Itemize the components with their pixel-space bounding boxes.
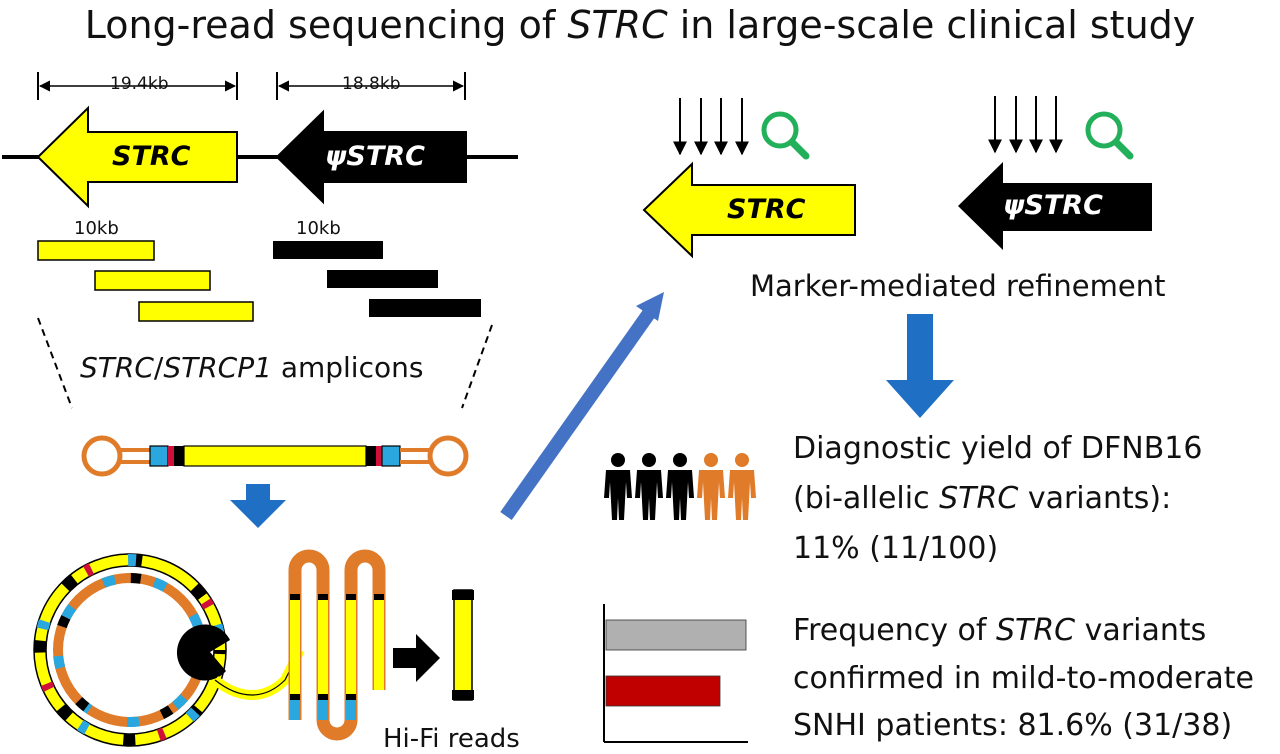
person-icon: [604, 453, 632, 520]
polymerase-icon: [176, 624, 230, 681]
figure-title: Long-read sequencing of STRC in large-sc…: [84, 3, 1196, 47]
hifi-read: [453, 589, 473, 701]
refinement-label: Marker-mediated refinement: [750, 269, 1166, 303]
magnifier-icon: [761, 111, 810, 160]
person-icon: [697, 453, 725, 520]
strc-refined-arrow: [642, 161, 856, 259]
amplicon-strc-2: [94, 270, 211, 291]
funnel-line-right: [461, 324, 493, 409]
strc-gene-label: STRC: [112, 141, 191, 172]
strc-amplicons: [37, 240, 254, 322]
chart-bar: [605, 619, 747, 651]
frequency-line-2: confirmed in mild-to-moderate: [793, 661, 1254, 696]
smrtbell-adapter-icon: [81, 435, 123, 477]
frequency-line-3: SNHI patients: 81.6% (31/38): [793, 708, 1233, 743]
strc-refined-label: STRC: [727, 194, 806, 225]
amplicon-pseudo-2: [327, 270, 438, 288]
people-group: [604, 453, 756, 520]
dimension-strc: [37, 72, 238, 100]
marker-arrows-strc: [673, 98, 749, 156]
dimension-pseudo: [276, 72, 466, 100]
amplicon-length-label: 10kb: [74, 218, 119, 239]
hifi-reads-label: Hi-Fi reads: [383, 724, 520, 754]
frequency-line-1: Frequency of STRC variants: [793, 613, 1207, 648]
frequency-chart: [603, 604, 748, 743]
marker-arrows-pseudo: [988, 96, 1063, 154]
pseudo-gene-label: ψSTRC: [325, 141, 425, 172]
pseudo-refined-arrow: [958, 162, 1152, 250]
pseudo-refined-label: ψSTRC: [1003, 190, 1103, 221]
diagonal-arrow: [500, 307, 656, 521]
diagnostic-line-2: (bi-allelic STRC variants):: [793, 481, 1172, 516]
pseudo-amplicons: [273, 241, 481, 317]
amplicon-strc-1: [37, 240, 155, 261]
diagnostic-line-3: 11% (11/100): [793, 531, 999, 566]
amplicon-pseudo-1: [273, 241, 383, 259]
amplicon-strc-3: [138, 301, 254, 322]
person-icon: [635, 453, 663, 520]
chart-bar: [605, 675, 721, 707]
diagnostic-line-1: Diagnostic yield of DFNB16: [793, 431, 1203, 466]
circular-smrtbell: [33, 553, 305, 747]
strc-gene-arrow: [36, 105, 238, 209]
smrtbell-adapter-icon: [427, 435, 469, 477]
right-arrow-icon: [393, 634, 440, 682]
person-icon: [728, 453, 756, 520]
amplicon-length-label: 10kb: [296, 218, 341, 239]
amplicons-label: STRC/STRCP1 amplicons: [80, 351, 424, 384]
funnel-line-left: [37, 317, 73, 409]
down-arrow-icon: [886, 314, 954, 418]
amplicon-pseudo-3: [369, 299, 481, 317]
pseudo-gene-arrow: [275, 109, 467, 205]
down-arrow-icon: [230, 484, 286, 528]
smrtbell-template: [81, 435, 469, 477]
strc-length-label: 19.4kb: [110, 74, 169, 94]
magnifier-icon: [1085, 111, 1134, 160]
serpentine-read: [288, 549, 386, 741]
pseudo-length-label: 18.8kb: [342, 74, 401, 94]
person-icon: [666, 453, 694, 520]
